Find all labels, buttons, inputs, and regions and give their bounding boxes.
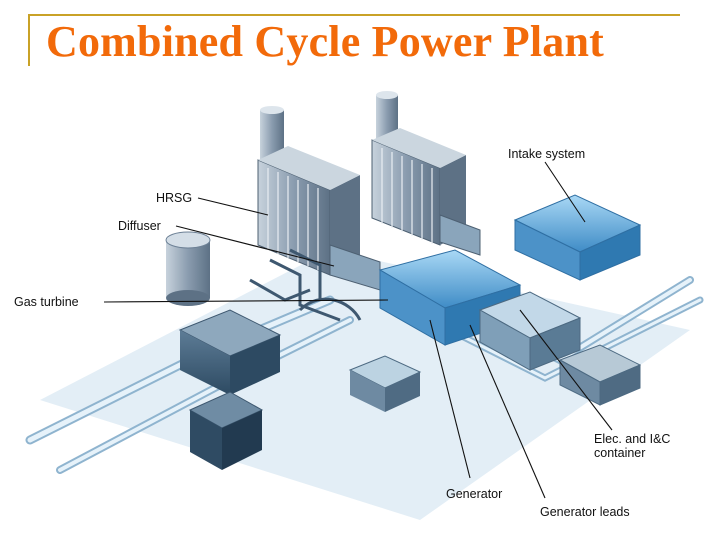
hrsg-unit-1 [257, 106, 360, 276]
power-plant-illustration [25, 91, 704, 520]
title-rule-horizontal [28, 14, 680, 16]
leader-lines [103, 161, 613, 499]
title-bar: Combined Cycle Power Plant [28, 14, 680, 66]
label-hrsg: HRSG [156, 191, 193, 205]
intake-system [513, 194, 642, 281]
title-rule-vertical [28, 14, 30, 66]
slide-title: Combined Cycle Power Plant [46, 17, 604, 66]
diffuser-duct [329, 214, 481, 291]
label-elec-container-line1: Elec. and I&C [594, 432, 671, 446]
label-gas-turbine: Gas turbine [14, 295, 79, 309]
left-machinery [178, 309, 282, 470]
label-intake-system: Intake system [508, 147, 586, 161]
elec-container [558, 344, 642, 406]
label-generator: Generator [446, 487, 503, 501]
generator-block [478, 291, 582, 371]
container-small [348, 355, 422, 412]
label-elec-container-line2: container [594, 446, 646, 460]
label-generator-leads: Generator leads [540, 505, 630, 519]
storage-tank [165, 231, 211, 306]
label-diffuser: Diffuser [118, 219, 161, 233]
